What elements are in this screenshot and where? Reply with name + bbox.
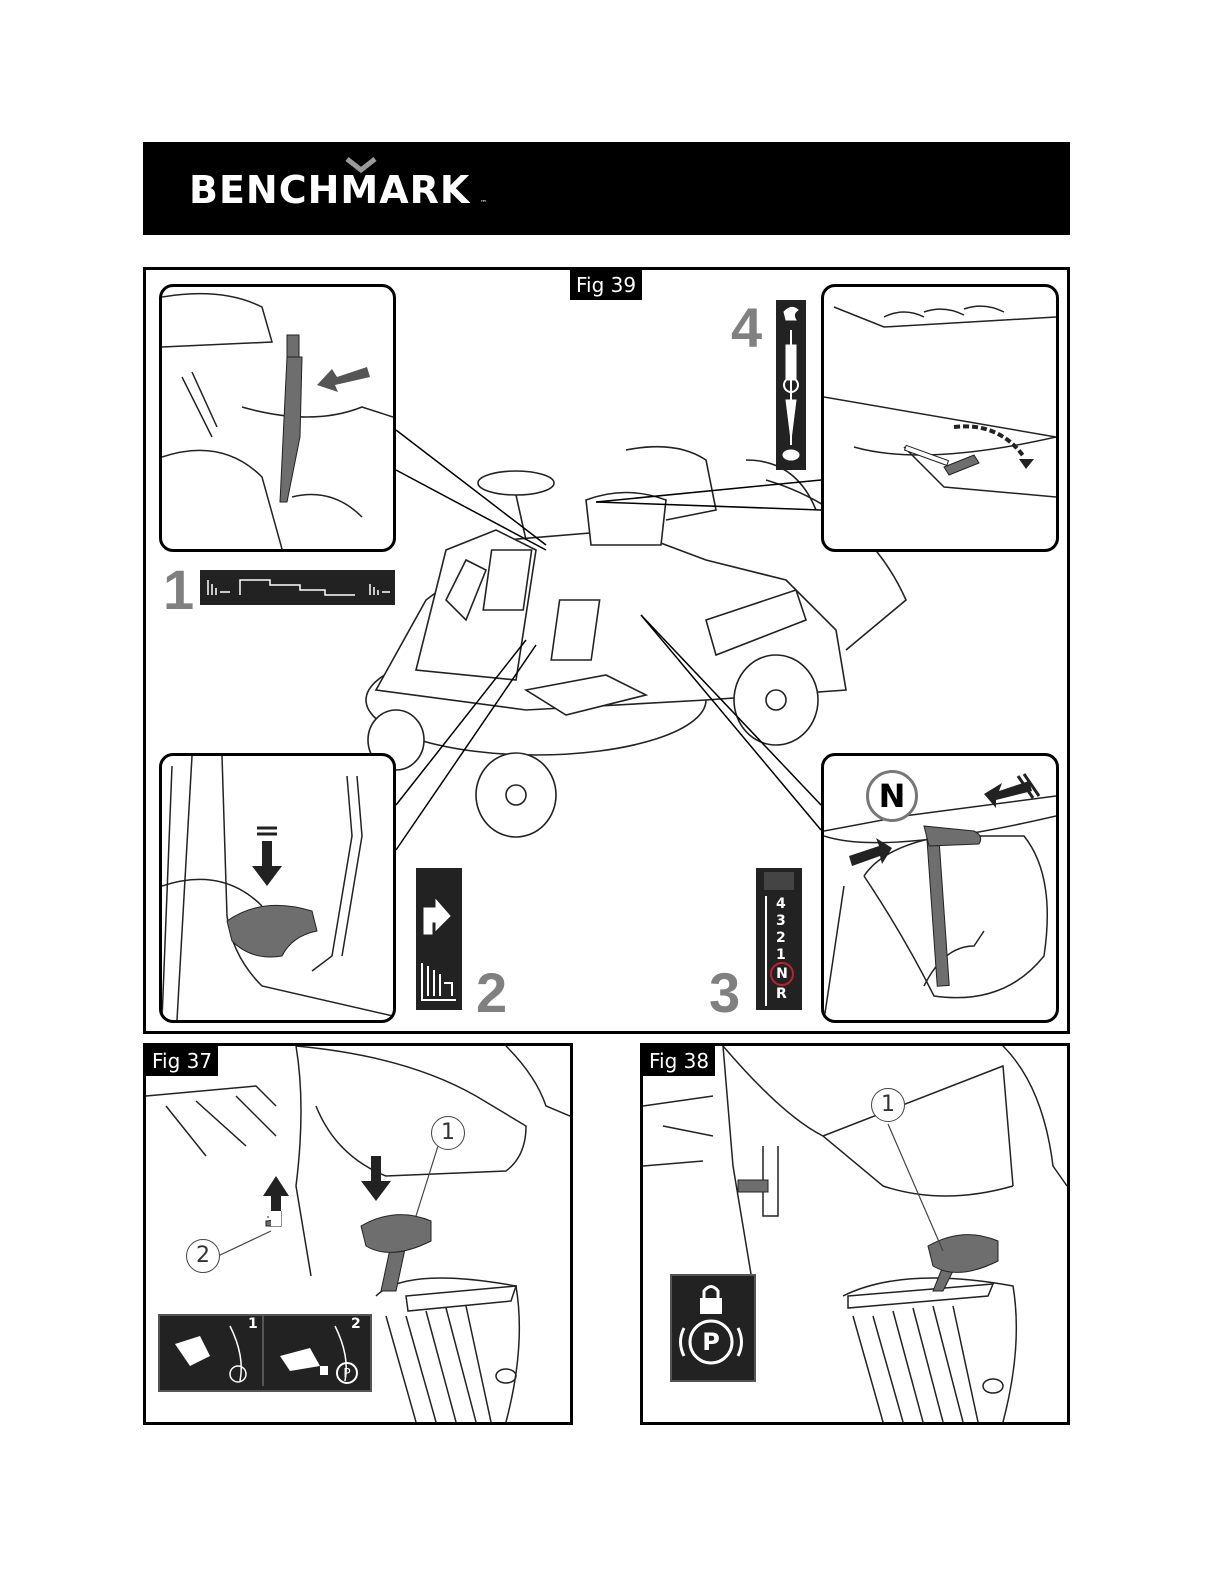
lock-icon [320,1366,328,1375]
figure-37: Fig 37 1 2 [143,1043,573,1425]
step-number-4: 4 [731,300,762,356]
gear-reverse: R [776,986,787,1002]
parking-brake-decal: P [670,1274,756,1382]
gear-decal: 4 3 2 1 N R [756,868,802,1010]
gear-3: 3 [776,913,786,929]
callout-2: 2 [186,1239,220,1273]
arrow-icon [263,1176,289,1211]
inset-throttle-lever [821,284,1059,552]
pto-icon [416,868,462,1010]
step-number-1: 1 [163,562,194,618]
callout-1: 1 [871,1088,905,1122]
figure-38: Fig 38 1 P [640,1043,1070,1425]
inset-gear-lever: N [821,753,1059,1023]
cutting-height-icon [200,570,395,605]
gear-4: 4 [776,896,786,912]
throttle-decal [776,300,806,470]
arrow-icon [1019,459,1034,469]
neutral-callout: N [866,770,918,822]
chevron-logo-icon [344,156,378,176]
callout-1: 1 [431,1116,465,1150]
turtle-icon [783,450,799,460]
parking-brake-icon: P [336,1362,358,1384]
decal-number-1: 1 [248,1316,258,1332]
gear-2: 2 [776,930,786,946]
inset-cutting-height-lever [159,284,396,552]
decal-number-2: 2 [351,1316,361,1332]
step-number-3: 3 [709,965,740,1021]
arrow-icon [361,1156,391,1201]
gear-decal-header [764,872,794,890]
brand-logo: BENCHMARK [189,168,470,212]
lock-icon [700,1287,722,1315]
trademark: ™ [480,199,487,207]
brake-decal: 1 2 P [158,1314,372,1392]
gear-neutral: N [770,962,794,986]
arrow-icon [317,367,370,392]
gear-1: 1 [776,947,786,963]
parking-brake-icon: P [699,1328,723,1356]
inset-pto-lever [159,753,396,1023]
cutting-height-decal [200,570,395,605]
step-number-2: 2 [476,965,507,1021]
rabbit-icon [784,307,798,320]
figure-39: Fig 39 [143,267,1070,1034]
pto-decal [416,868,462,1010]
header-bar: BENCHMARK ™ [143,142,1070,235]
arrow-icon [252,841,282,886]
